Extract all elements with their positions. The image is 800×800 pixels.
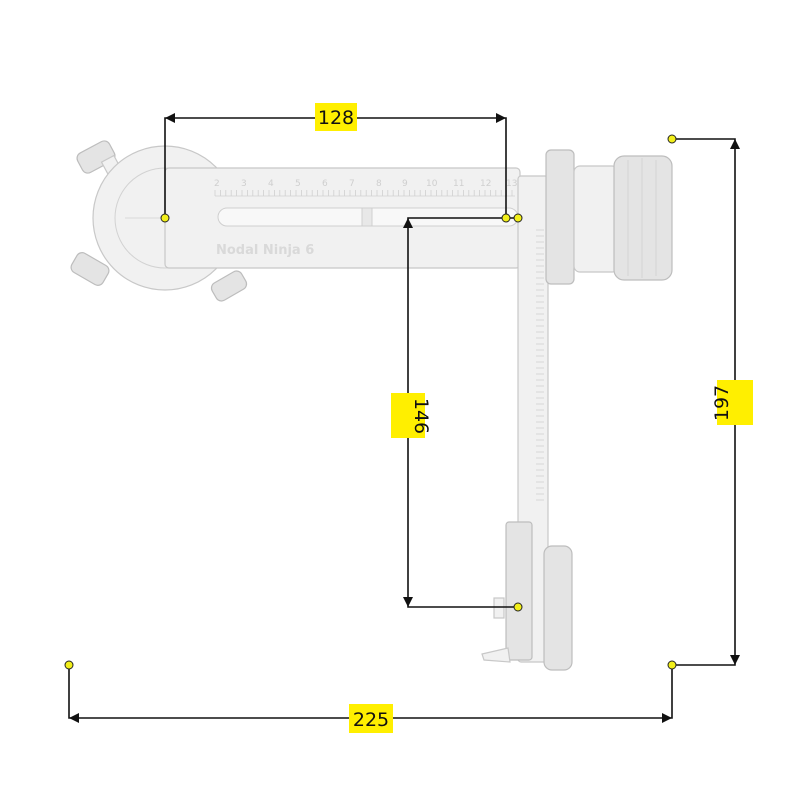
dimension-markers (64, 134, 677, 670)
scale-label: 10 (426, 179, 438, 189)
marker-dot (513, 213, 523, 223)
dimension-label-146: 146 (410, 398, 432, 434)
bottom-clamp-plate (505, 521, 533, 661)
scale-label: 12 (480, 179, 491, 189)
scale-label: 4 (268, 179, 274, 189)
knurled-knob-bottom-left (70, 252, 110, 286)
dimension-225: 225 (68, 665, 673, 733)
vertical-arm-ruler (536, 229, 544, 501)
dimension-label-128: 128 (318, 107, 354, 129)
marker-dot (513, 602, 523, 612)
marker-dot (160, 213, 170, 223)
top-clamp-body (573, 165, 619, 273)
scale-label: 3 (241, 179, 247, 189)
scale-label: 11 (453, 179, 464, 189)
upper-arm-scale-labels: 2 3 4 5 6 7 8 9 10 11 12 13 (214, 179, 517, 189)
device-illustration: 2 3 4 5 6 7 8 9 10 11 12 13 Nodal Ninja … (70, 140, 673, 671)
dimension-label-197: 197 (711, 385, 733, 421)
dimension-146: 146 (391, 217, 518, 608)
scale-label: 13 (506, 179, 517, 189)
bottom-screw (493, 597, 505, 619)
slot-slider (361, 207, 373, 227)
brand-text: Nodal Ninja 6 (216, 243, 314, 258)
bottom-lever (481, 647, 511, 663)
dimension-128: 12 8 (164, 103, 507, 218)
bottom-clamp-knob (543, 545, 573, 671)
upper-arm-ruler (214, 190, 515, 197)
dimension-label-225: 225 (353, 709, 389, 731)
dimension-197: 197 (672, 138, 753, 666)
scale-label: 8 (376, 179, 382, 189)
marker-dot (64, 660, 74, 670)
top-clamp-knob (613, 155, 673, 281)
marker-dot (667, 660, 677, 670)
knurled-knob-bottom-right (210, 270, 248, 302)
scale-label: 7 (349, 179, 355, 189)
marker-dot (501, 213, 511, 223)
top-clamp-collar (545, 149, 575, 285)
scale-label: 9 (402, 179, 408, 189)
marker-dot (667, 134, 677, 144)
scale-label: 6 (322, 179, 328, 189)
scale-label: 5 (295, 179, 301, 189)
scale-label: 2 (214, 179, 220, 189)
